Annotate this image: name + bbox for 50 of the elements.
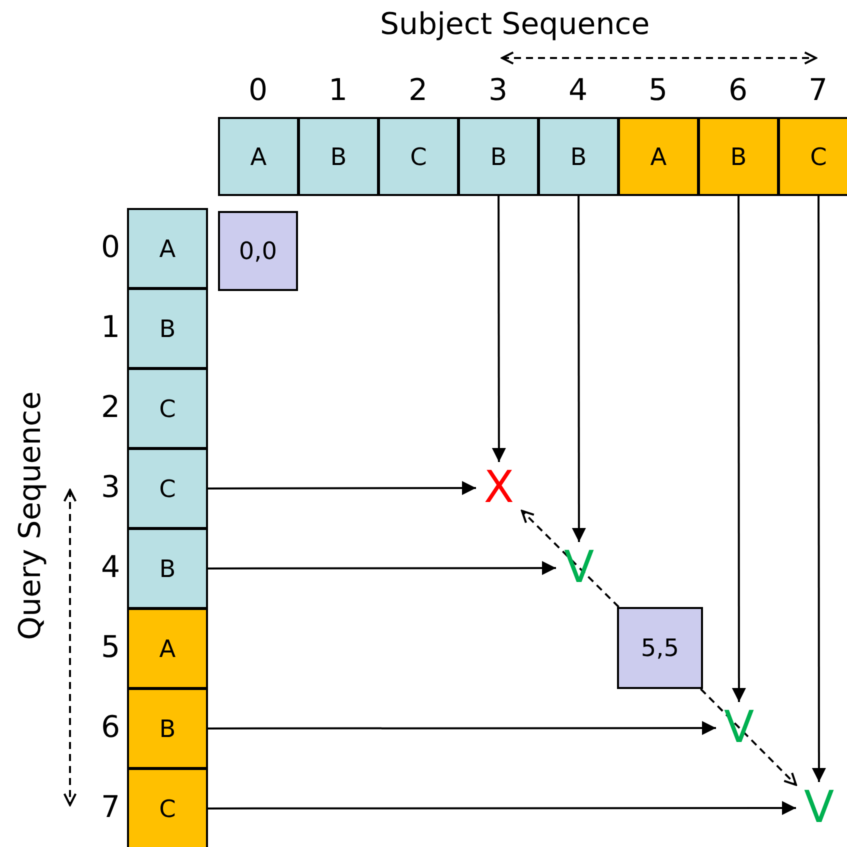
residue-cell: B [698,117,779,196]
residue-cell: A [127,608,208,689]
mismatch-mark: X [480,466,518,510]
residue-cell: B [458,117,539,196]
index-number: 1 [328,76,348,106]
residue-cell: A [618,117,699,196]
dashed-arrow [520,510,620,608]
match-mark: V [720,706,758,750]
match-mark: V [560,546,598,590]
arrow [492,196,506,462]
residue-cell: C [127,768,208,847]
residue-cell: B [298,117,379,196]
residue-cell: B [127,688,208,769]
index-number: 5 [648,76,668,106]
index-number: 3 [488,76,508,106]
arrow [208,801,796,816]
residue-cell: B [538,117,619,196]
arrow [208,481,476,496]
arrow [732,196,746,702]
index-number: 7 [101,793,120,823]
residue-cell: C [378,117,459,196]
residue-cell: C [127,448,208,529]
residue-cell: B [127,288,208,369]
residue-cell: C [127,368,208,449]
arrow [812,196,826,782]
index-number: 5 [101,633,120,663]
arrow [572,196,586,542]
index-number: 4 [568,76,588,106]
index-number: 6 [728,76,748,106]
residue-cell: C [778,117,847,196]
residue-cell: A [127,208,208,289]
index-number: 1 [101,313,120,343]
index-number: 2 [408,76,428,106]
axis-title: Query Sequence [16,391,46,640]
index-number: 3 [101,473,120,503]
index-number: 0 [248,76,268,106]
arrow [208,561,556,576]
index-number: 2 [101,393,120,423]
index-number: 6 [101,713,120,743]
residue-cell: A [218,117,299,196]
coordinate-box: 0,0 [218,211,298,291]
coordinate-box: 5,5 [617,607,703,689]
dashed-arrow [700,688,798,786]
index-number: 7 [808,76,828,106]
axis-title: Subject Sequence [380,10,650,40]
residue-cell: B [127,528,208,609]
index-number: 0 [101,233,120,263]
match-mark: V [800,786,838,830]
arrow [208,721,716,736]
index-number: 4 [101,553,120,583]
